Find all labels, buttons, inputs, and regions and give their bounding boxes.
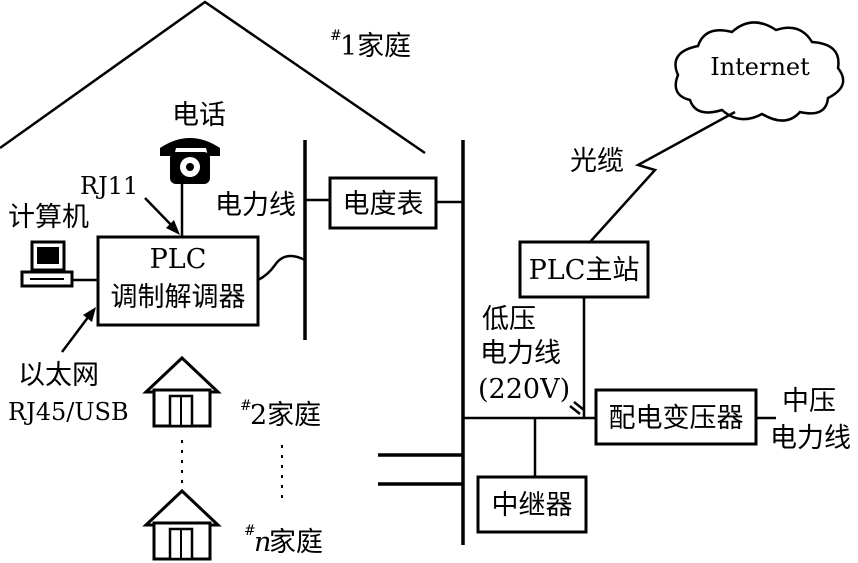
coupler-mark-2	[573, 401, 585, 411]
rj45-label: RJ45/USB	[8, 398, 129, 426]
internet-cloud-icon	[674, 21, 845, 122]
phone-label: 电话	[172, 100, 226, 131]
repeater-label: 中继器	[492, 490, 573, 521]
meter-box	[328, 176, 438, 230]
mv-label-1: 中压	[782, 386, 836, 417]
rj11-label: RJ11	[80, 172, 138, 200]
plc-label: PLC	[150, 244, 207, 275]
transformer-box	[594, 388, 758, 446]
fiber-cable	[589, 110, 736, 243]
meter-label: 电度表	[343, 189, 424, 220]
plc-master-label: PLC主站	[529, 255, 640, 286]
lv-label-3: (220V)	[478, 374, 570, 405]
mv-label-2: 电力线	[770, 423, 851, 454]
computer-icon	[20, 240, 74, 288]
ethernet-label: 以太网	[18, 360, 99, 391]
rj11-arrowhead	[166, 220, 180, 235]
coupler-mark-1	[569, 405, 581, 415]
ethernet-arrow	[61, 311, 93, 353]
home1-hash: #	[330, 28, 342, 44]
house-roof	[0, 0, 426, 155]
telephone-icon	[160, 138, 220, 184]
homen-label: 家庭	[269, 527, 323, 558]
home2-hash: #	[240, 398, 252, 414]
homen-icon	[142, 488, 222, 561]
plc-modem-box	[96, 235, 260, 327]
homen-hash: #	[244, 523, 256, 539]
ethernet-arrowhead	[83, 307, 96, 322]
power-line-label: 电力线	[215, 190, 296, 221]
modem-label: 调制解调器	[111, 282, 246, 313]
modem-power-wire	[257, 254, 306, 282]
lv-label-2: 电力线	[480, 338, 561, 369]
home1-label: 1家庭	[340, 31, 411, 62]
computer-label: 计算机	[8, 202, 89, 233]
home2-label: 2家庭	[250, 400, 321, 431]
transformer-label: 配电变压器	[609, 403, 744, 434]
homen-n-letter: n	[254, 527, 271, 558]
lv-label-1: 低压	[482, 304, 536, 335]
repeater-box	[476, 475, 588, 534]
home2-icon	[142, 355, 222, 428]
internet-label: Internet	[710, 53, 810, 81]
fiber-label: 光缆	[570, 146, 624, 177]
